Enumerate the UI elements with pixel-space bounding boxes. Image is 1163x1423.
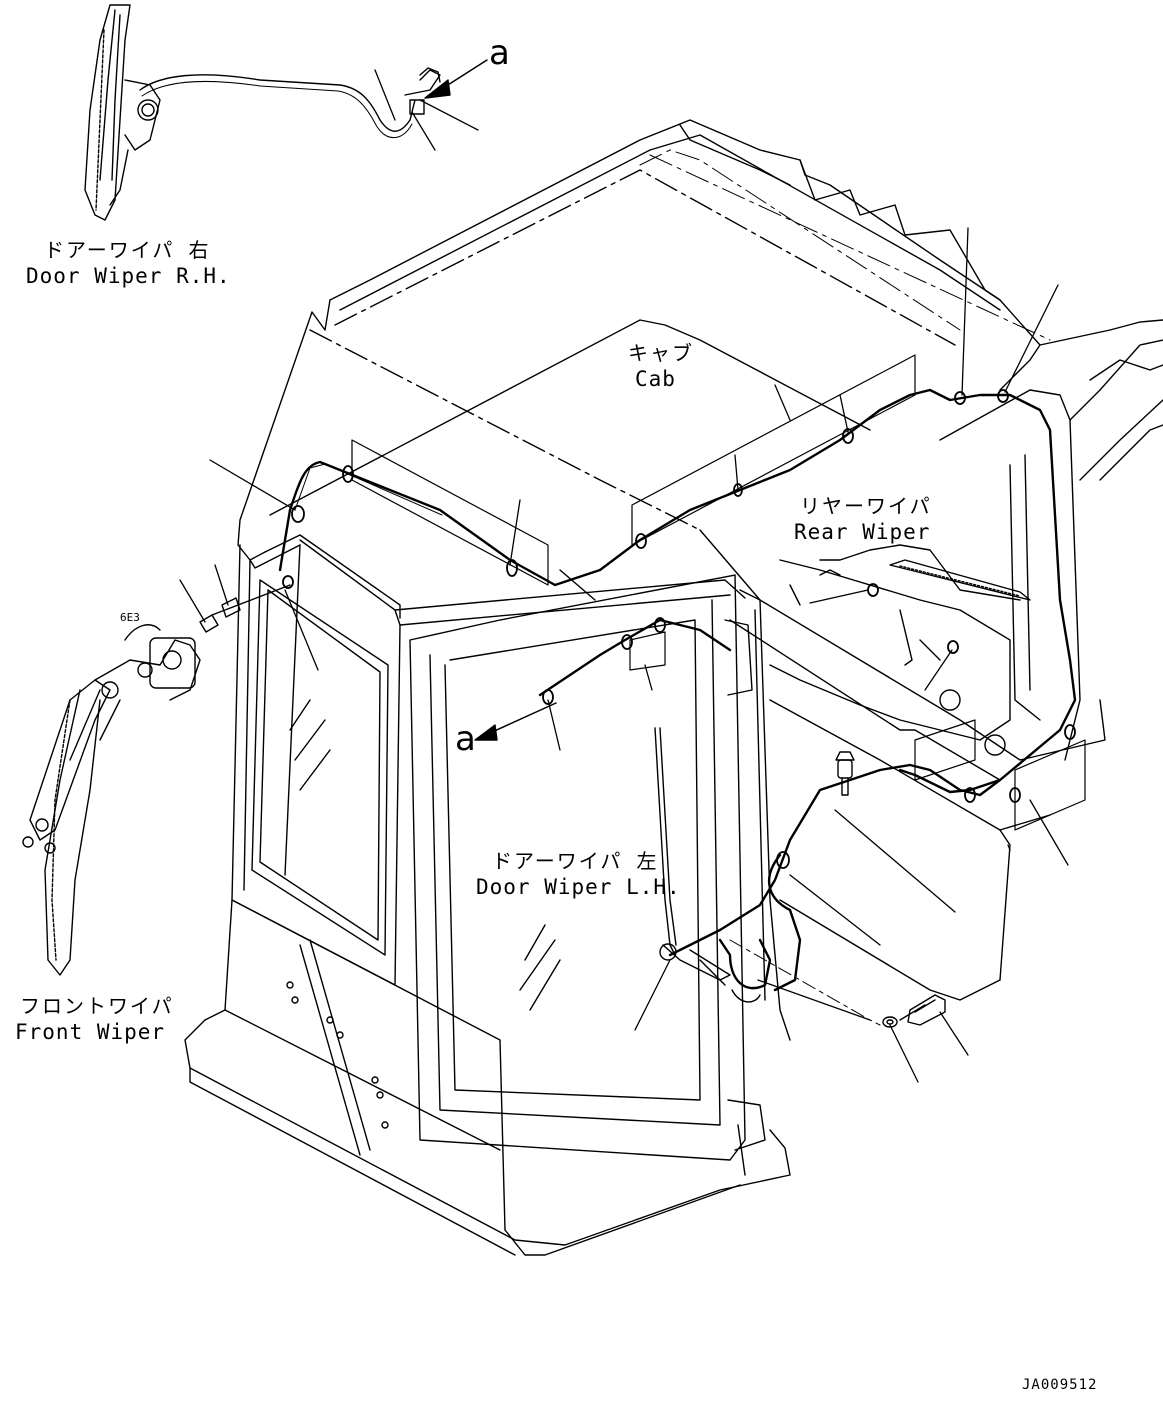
part-marking: 6E3	[120, 611, 140, 624]
reference-lines	[639, 149, 1051, 1026]
leader-lines	[179, 69, 1069, 1083]
front-wiper-label-jp: フロントワイパ	[20, 994, 174, 1018]
cab-label-jp: キャブ	[628, 341, 694, 365]
hose-clamps	[282, 389, 1076, 869]
door-wiper-lh-label-en: Door Wiper L.H.	[476, 875, 681, 899]
view-a-arrows	[424, 59, 557, 741]
door-wiper-lh-arm	[654, 727, 761, 1003]
drawing-code: JA009512	[1022, 1377, 1098, 1393]
door-wiper-rh-label-jp: ドアーワイパ 右	[44, 238, 211, 262]
view-ref-a-middle: a	[455, 719, 476, 759]
door-wiper-rh-label-en: Door Wiper R.H.	[26, 264, 231, 288]
washer-hose	[278, 388, 1077, 992]
door-wiper-rh-assembly	[84, 4, 441, 221]
front-wiper-hardware	[199, 584, 291, 633]
front-wiper-label-en: Front Wiper	[15, 1020, 166, 1044]
rear-wiper-label-en: Rear Wiper	[794, 520, 931, 544]
check-valve	[835, 751, 855, 796]
hose-tag-panels	[351, 354, 1086, 831]
cab-label-en: Cab	[635, 367, 676, 391]
view-ref-a-top: a	[489, 33, 510, 73]
front-wiper-assembly	[22, 624, 201, 976]
bolt-and-washer	[882, 994, 946, 1028]
door-wiper-lh-label-jp: ドアーワイパ 左	[492, 849, 659, 873]
rear-wiper-label-jp: リヤーワイパ	[800, 494, 932, 518]
cab-frame	[184, 119, 1163, 1256]
